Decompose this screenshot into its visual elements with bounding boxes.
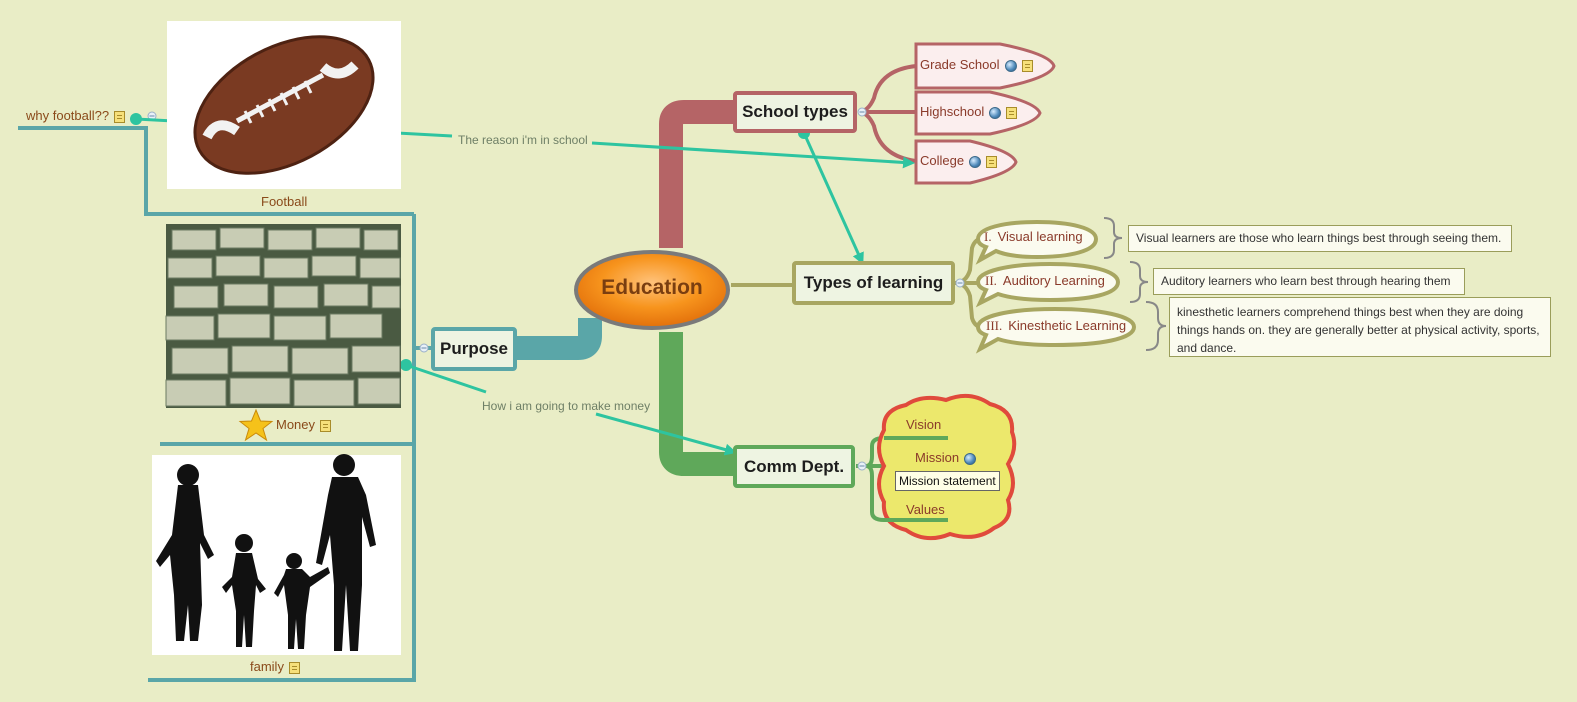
football-caption[interactable]: Football: [261, 194, 308, 209]
relationship-school-learning[interactable]: [802, 132, 864, 265]
central-topic-shape[interactable]: [574, 250, 730, 330]
school-types-branch: [659, 100, 737, 248]
money-image: [165, 224, 401, 408]
why-football-label: why football??: [26, 108, 110, 123]
auditory-brace: [1129, 261, 1149, 303]
school-types-label: School types: [742, 102, 848, 121]
comm-dept-branch: [659, 332, 737, 476]
globe-icon[interactable]: [989, 106, 1002, 119]
collapse-icon[interactable]: [955, 278, 965, 288]
kinesthetic-learning-number: III.: [986, 318, 1003, 333]
central-topic-label[interactable]: Education: [601, 276, 703, 299]
grade-school-item[interactable]: Grade School: [920, 57, 1033, 72]
mission-item[interactable]: Mission: [915, 450, 977, 465]
purpose-label: Purpose: [439, 339, 509, 358]
visual-learning-label: Visual learning: [997, 229, 1083, 244]
college-shape[interactable]: [914, 139, 1018, 185]
school-grade-connector: [857, 64, 917, 114]
auditory-learning-bubble[interactable]: [975, 261, 1121, 308]
highschool-item[interactable]: Highschool: [920, 104, 1018, 119]
note-icon[interactable]: [1021, 59, 1033, 72]
purpose-topic[interactable]: Purpose: [431, 327, 517, 371]
relationship-money-comm[interactable]: [405, 363, 734, 452]
family-image: [152, 454, 401, 655]
note-icon[interactable]: [320, 419, 332, 432]
highschool-label: Highschool: [920, 104, 985, 119]
comm-dept-cloud-boundary: [877, 393, 1017, 541]
why-football-item[interactable]: why football??: [26, 108, 126, 123]
football-image: [167, 21, 401, 189]
visual-learning-item[interactable]: I. Visual learning: [984, 229, 1083, 245]
mission-tooltip: Mission statement: [895, 471, 1000, 491]
comm-values-connector: [856, 464, 948, 522]
relationship-money-comm-label[interactable]: How i am going to make money: [482, 399, 651, 413]
college-item[interactable]: College: [920, 153, 998, 168]
auditory-learning-description[interactable]: Auditory learners who learn best through…: [1153, 268, 1465, 295]
note-icon[interactable]: [114, 110, 126, 123]
collapse-icon[interactable]: [857, 107, 867, 117]
values-label: Values: [906, 502, 945, 517]
auditory-learning-label: Auditory Learning: [1002, 273, 1105, 288]
types-of-learning-label: Types of learning: [803, 273, 944, 292]
note-icon[interactable]: [288, 661, 300, 674]
kinesthetic-learning-description[interactable]: kinesthetic learners comprehend things b…: [1169, 297, 1551, 357]
collapse-icon[interactable]: [857, 461, 867, 471]
money-caption[interactable]: Money: [276, 417, 332, 432]
relationship-football-college-start: [130, 113, 142, 125]
note-icon[interactable]: [986, 155, 998, 168]
college-label: College: [920, 153, 965, 168]
values-item[interactable]: Values: [906, 502, 945, 517]
family-label: family: [250, 659, 284, 674]
kinesthetic-learning-bubble[interactable]: [975, 306, 1137, 354]
grade-school-shape[interactable]: [914, 42, 1056, 90]
family-caption[interactable]: family: [250, 659, 300, 674]
vision-item[interactable]: Vision: [906, 417, 941, 432]
kinesthetic-learning-item[interactable]: III. Kinesthetic Learning: [986, 318, 1126, 334]
star-icon: [238, 408, 274, 442]
visual-learning-bubble[interactable]: [975, 219, 1099, 265]
comm-dept-label: Comm Dept.: [743, 456, 845, 476]
visual-learning-number: I.: [984, 229, 992, 244]
visual-learning-description[interactable]: Visual learners are those who learn thin…: [1128, 225, 1512, 252]
globe-icon[interactable]: [1004, 59, 1017, 72]
school-types-topic[interactable]: School types: [733, 91, 857, 133]
purpose-branch: [516, 318, 602, 360]
globe-icon[interactable]: [969, 155, 982, 168]
grade-school-label: Grade School: [920, 57, 1000, 72]
auditory-learning-number: II.: [985, 273, 997, 288]
globe-icon[interactable]: [964, 452, 977, 465]
auditory-learning-item[interactable]: II. Auditory Learning: [985, 273, 1105, 289]
highschool-shape[interactable]: [914, 90, 1042, 136]
purpose-spine: [148, 214, 416, 682]
collapse-icon[interactable]: [419, 343, 429, 353]
money-label: Money: [276, 417, 316, 432]
note-icon[interactable]: [1006, 106, 1018, 119]
kinesthetic-brace: [1145, 301, 1167, 351]
vision-label: Vision: [906, 417, 942, 432]
visual-brace: [1103, 217, 1123, 259]
relationship-money-comm-start: [400, 359, 412, 371]
football-connector: [18, 126, 414, 216]
types-of-learning-topic[interactable]: Types of learning: [792, 261, 955, 305]
comm-dept-topic[interactable]: Comm Dept.: [733, 445, 855, 488]
mission-label: Mission: [915, 450, 960, 465]
school-college-connector: [857, 110, 917, 163]
relationship-football-college-label[interactable]: The reason i'm in school: [458, 133, 588, 147]
kinesthetic-learning-label: Kinesthetic Learning: [1008, 318, 1127, 333]
